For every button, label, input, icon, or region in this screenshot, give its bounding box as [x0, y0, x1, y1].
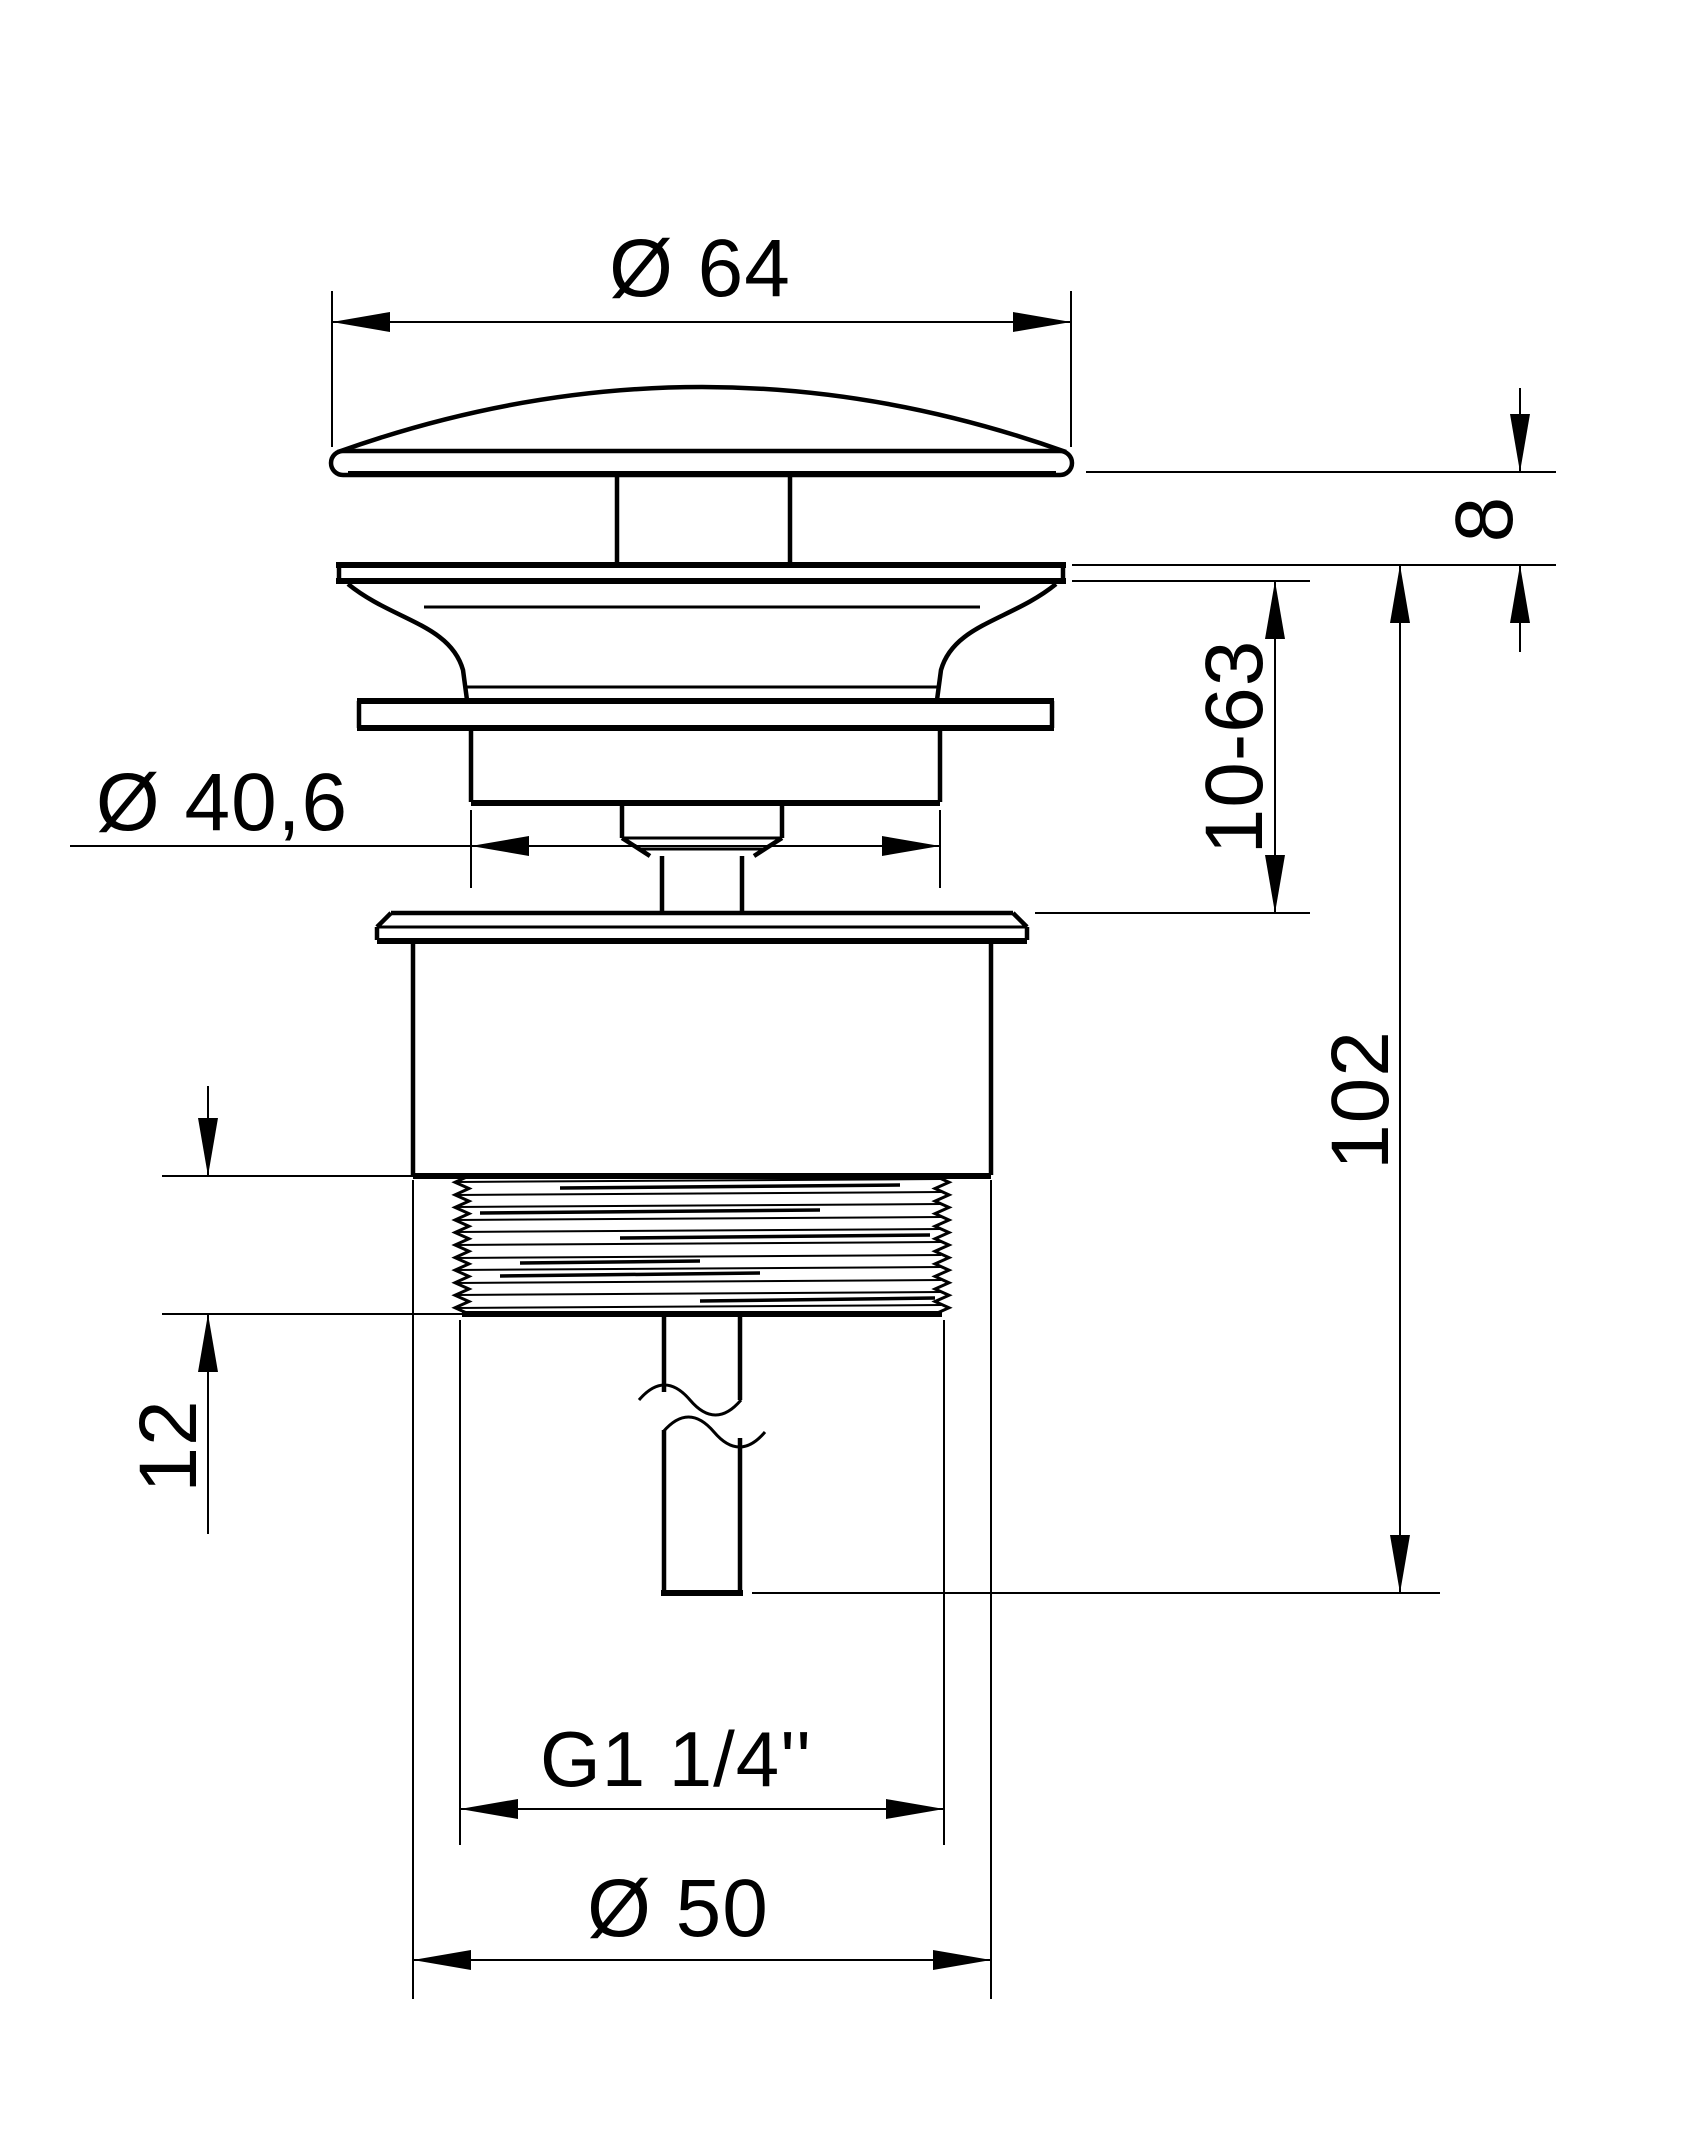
- dim-thread-spec: G1 1/4'': [459, 1320, 945, 1845]
- valve-nub: [619, 803, 785, 912]
- dim-label-flange-diameter: Ø 50: [587, 1863, 769, 1954]
- dim-label-cap-height: 8: [1439, 496, 1530, 543]
- arrow-down: [1510, 414, 1530, 472]
- arrow-up: [1390, 565, 1410, 623]
- clamp-washer: [374, 910, 1030, 944]
- cap: [328, 384, 1075, 478]
- cap-dome-outline: [337, 384, 1067, 455]
- thread-crest-lines: [455, 1178, 942, 1309]
- funnel-body: [346, 582, 1058, 701]
- arrow-left: [413, 1950, 471, 1970]
- dim-label-clamp-range: 10-63: [1189, 640, 1280, 855]
- arrow-down: [1390, 1535, 1410, 1593]
- dim-label-cap-diameter: Ø 64: [609, 223, 791, 314]
- dim-total-height: 102: [752, 565, 1440, 1594]
- slip-disc: [356, 698, 1055, 731]
- arrow-up: [198, 1314, 218, 1372]
- dim-label-thread-spec: G1 1/4'': [540, 1715, 812, 1803]
- arrow-up: [1265, 581, 1285, 639]
- thread-left-zigzag: [451, 1174, 473, 1316]
- tailpipe: [637, 1314, 767, 1596]
- dim-body-diameter: Ø 40,6: [70, 757, 941, 888]
- dim-thread-length: 12: [123, 1086, 464, 1534]
- break-wave-lower: [661, 1415, 767, 1449]
- valve-part: [328, 384, 1075, 1596]
- dim-cap-diameter: Ø 64: [331, 223, 1072, 447]
- dim-label-body-diameter: Ø 40,6: [96, 757, 348, 848]
- cap-disc-outline: [328, 448, 1075, 478]
- arrow-right: [886, 1799, 944, 1819]
- break-wave-upper: [637, 1383, 743, 1417]
- arrow-right: [933, 1950, 991, 1970]
- collar-body: [410, 941, 994, 1179]
- arrow-left: [332, 312, 390, 332]
- dim-cap-height: 8: [1072, 388, 1556, 652]
- funnel-left-curve: [346, 582, 470, 701]
- threaded-section: [451, 1174, 953, 1317]
- arrow-right: [882, 836, 940, 856]
- thread-right-zigzag: [931, 1174, 953, 1316]
- washer-right-bevel: [1011, 911, 1029, 929]
- arrow-down: [198, 1118, 218, 1176]
- thread-shading-lines: [479, 1183, 936, 1303]
- dim-label-total-height: 102: [1315, 1030, 1406, 1170]
- barrel-cylinder: [468, 728, 943, 806]
- funnel-right-curve: [934, 582, 1058, 701]
- cap-stem: [614, 476, 793, 562]
- washer-left-bevel: [375, 911, 393, 929]
- arrow-down: [1265, 855, 1285, 913]
- dim-flange-diameter: Ø 50: [412, 1180, 992, 1999]
- dim-clamp-range: 10-63: [1035, 580, 1310, 914]
- dim-label-thread-length: 12: [123, 1399, 214, 1492]
- arrow-left: [460, 1799, 518, 1819]
- arrow-right: [1013, 312, 1071, 332]
- arrow-left: [471, 836, 529, 856]
- arrow-up: [1510, 565, 1530, 623]
- upper-flange: [336, 562, 1066, 584]
